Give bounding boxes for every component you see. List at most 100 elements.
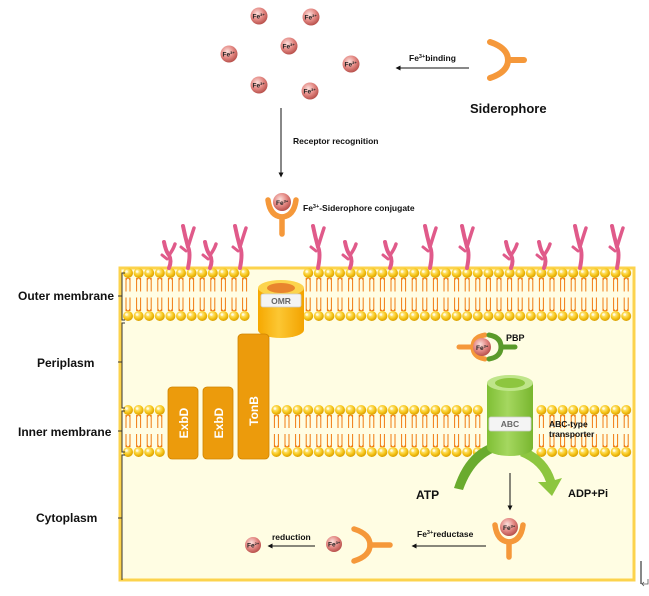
lipid-highlight <box>602 270 605 273</box>
reductase-label-base: Fe <box>417 529 427 539</box>
lipid-highlight <box>612 407 616 410</box>
lipid-highlight <box>326 407 330 410</box>
lipid-highlight <box>538 313 542 316</box>
tonb <box>237 333 270 460</box>
lipid-highlight <box>379 313 383 316</box>
lipid-highlight <box>432 270 436 273</box>
lipid-highlight <box>379 449 383 452</box>
lipid-highlight <box>337 407 340 410</box>
lps-chain <box>160 240 177 270</box>
lipid-head <box>451 268 462 278</box>
lipid-head <box>154 311 165 321</box>
lipid-head <box>589 311 600 321</box>
fe2-ion-icon <box>245 537 261 553</box>
lipid-head <box>218 268 229 278</box>
label-inner-membrane: Inner membrane <box>18 425 112 439</box>
lipid-head <box>621 405 632 415</box>
lipid-head <box>345 311 356 321</box>
ion-sup: 3+ <box>511 524 516 529</box>
ion-sup: 3+ <box>312 13 317 18</box>
lipid-head <box>239 311 250 321</box>
lipid-highlight <box>453 407 457 410</box>
ion-sup: 3+ <box>230 50 235 55</box>
lipid-head <box>377 447 388 457</box>
label-cytoplasm: Cytoplasm <box>36 511 97 525</box>
lipid-head <box>600 268 610 278</box>
lps-chain <box>608 224 625 270</box>
lipid-highlight <box>167 270 171 273</box>
fe3-ion: Fe3+ <box>342 55 360 73</box>
lipid-head <box>536 447 547 457</box>
fe3-ion-icon <box>326 536 342 552</box>
lipid-head <box>610 447 621 457</box>
adp-label: ADP+Pi <box>568 488 608 500</box>
lipid-head <box>366 447 377 457</box>
lipid-highlight <box>464 270 468 273</box>
lipid-highlight <box>443 407 446 410</box>
lipid-highlight <box>390 270 393 273</box>
omr-pore <box>267 283 295 293</box>
exbd-2-label: ExbD <box>212 407 226 438</box>
adp-arrow <box>520 448 562 496</box>
lipid-head <box>324 405 335 415</box>
lipid-highlight <box>316 449 319 452</box>
lipid-highlight <box>188 313 192 316</box>
conjugate-label-base: Fe <box>303 203 313 213</box>
fe3-ion: Fe3+ <box>301 82 319 100</box>
lipid-head <box>345 447 356 457</box>
lipid-highlight <box>443 313 446 316</box>
lipid-head <box>589 447 600 457</box>
lipid-highlight <box>591 449 595 452</box>
lipid-highlight <box>125 313 128 316</box>
lipid-highlight <box>422 449 425 452</box>
lipid-highlight <box>390 407 393 410</box>
lipid-head <box>600 311 610 321</box>
lipid-head <box>366 268 377 278</box>
lipid-head <box>536 405 547 415</box>
lipid-head <box>292 405 303 415</box>
lipid-head <box>621 268 632 278</box>
lipid-head <box>462 311 473 321</box>
lipid-head <box>356 311 367 321</box>
lipid-highlight <box>422 407 425 410</box>
lipid-head <box>547 405 557 415</box>
fe3-ion: Fe3+ <box>250 7 268 25</box>
lipid-highlight <box>178 313 181 316</box>
lipid-head <box>366 405 377 415</box>
lipid-highlight <box>411 407 415 410</box>
lipid-highlight <box>475 270 478 273</box>
lipid-head <box>324 268 335 278</box>
lipid-head <box>515 268 526 278</box>
lipid-head <box>600 447 610 457</box>
outer-membrane <box>123 268 632 321</box>
fe3-ion-icon <box>273 193 291 211</box>
lipid-head <box>483 268 494 278</box>
lipid-highlight <box>146 270 149 273</box>
conjugate-label: Fe3+-Siderophore conjugate <box>303 203 415 213</box>
released-fe3: Fe3+ <box>326 536 342 552</box>
lipid-head <box>536 311 547 321</box>
lipid-head <box>165 311 176 321</box>
ion-base: Fe <box>476 345 484 352</box>
abc-desc-line1: ABC-type <box>549 419 588 429</box>
lipid-highlight <box>453 270 457 273</box>
lipid-head <box>229 268 239 278</box>
lipid-head <box>197 268 208 278</box>
omr-receptor: OMR <box>258 280 304 338</box>
ion-base: Fe <box>253 83 261 90</box>
lipid-highlight <box>231 313 234 316</box>
fe3-ion: Fe3+ <box>220 45 238 63</box>
lipid-head <box>165 268 176 278</box>
reductase-label: Fe3+reductase <box>417 529 474 539</box>
region-brackets <box>118 272 125 580</box>
tonb-label: TonB <box>247 396 261 426</box>
pbp-complex: Fe3+ <box>456 332 518 362</box>
lipid-highlight <box>464 407 468 410</box>
conjugate-label-tail: -Siderophore conjugate <box>319 203 415 213</box>
lipid-head <box>568 405 579 415</box>
fe3-ion-icon <box>473 338 491 356</box>
lipid-head <box>504 311 515 321</box>
abc-label-box <box>488 416 532 432</box>
lipid-head <box>441 311 451 321</box>
ion-base: Fe <box>503 525 511 532</box>
